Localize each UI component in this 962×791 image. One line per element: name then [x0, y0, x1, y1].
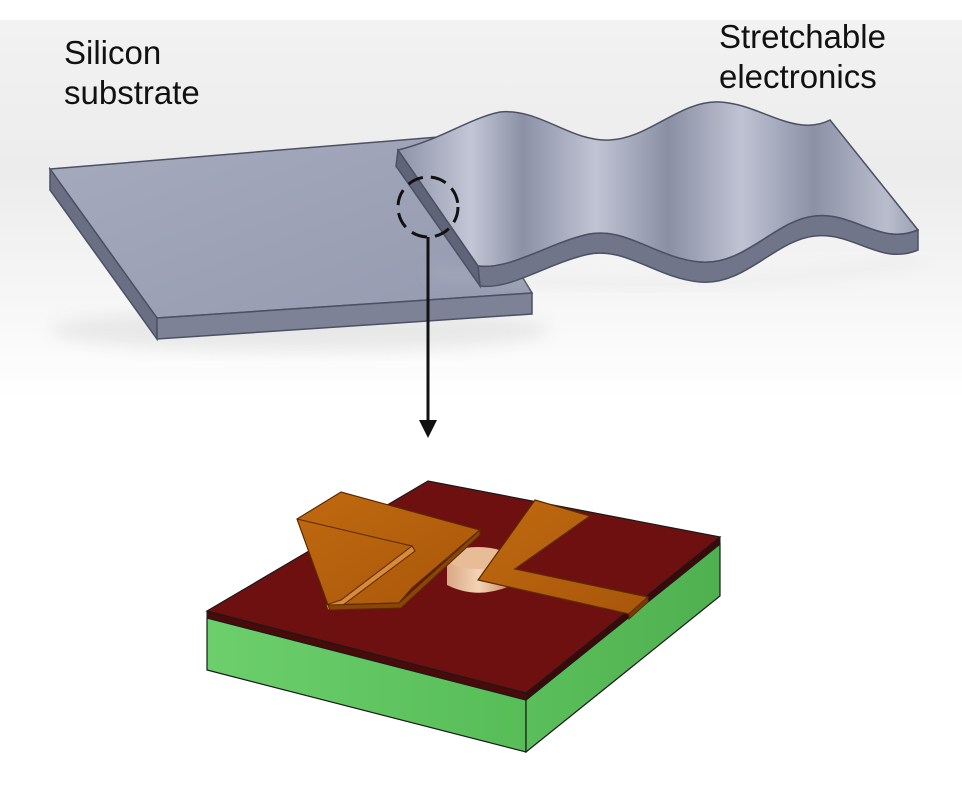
- zoom-arrow-head: [419, 420, 437, 438]
- electrode-right-edge: [628, 595, 649, 621]
- electrode-left: [296, 491, 482, 611]
- film-left-edge: [395, 147, 482, 289]
- substrate-front-face: [156, 292, 533, 340]
- silicon-substrate-label: Silicon substrate: [64, 33, 200, 113]
- electrode-left-edge: [296, 518, 416, 611]
- film-top-surface: [396, 101, 920, 268]
- stretchable-electronics-label: Stretchable electronics: [719, 17, 886, 97]
- stretchable-film: [395, 101, 920, 289]
- film-shadow: [430, 258, 920, 287]
- stretch-label-line1: Stretchable: [719, 18, 886, 55]
- silicon-label-line1: Silicon: [64, 34, 162, 71]
- silicon-label-line2: substrate: [64, 74, 200, 111]
- electrode-right: [476, 499, 650, 621]
- stretch-label-line2: electronics: [719, 58, 877, 95]
- film-front-edge: [477, 214, 919, 288]
- device-block: [205, 480, 722, 754]
- zoom-indicator: [396, 175, 460, 438]
- electrode-left-front-edge: [327, 528, 481, 611]
- zoom-circle: [396, 175, 460, 239]
